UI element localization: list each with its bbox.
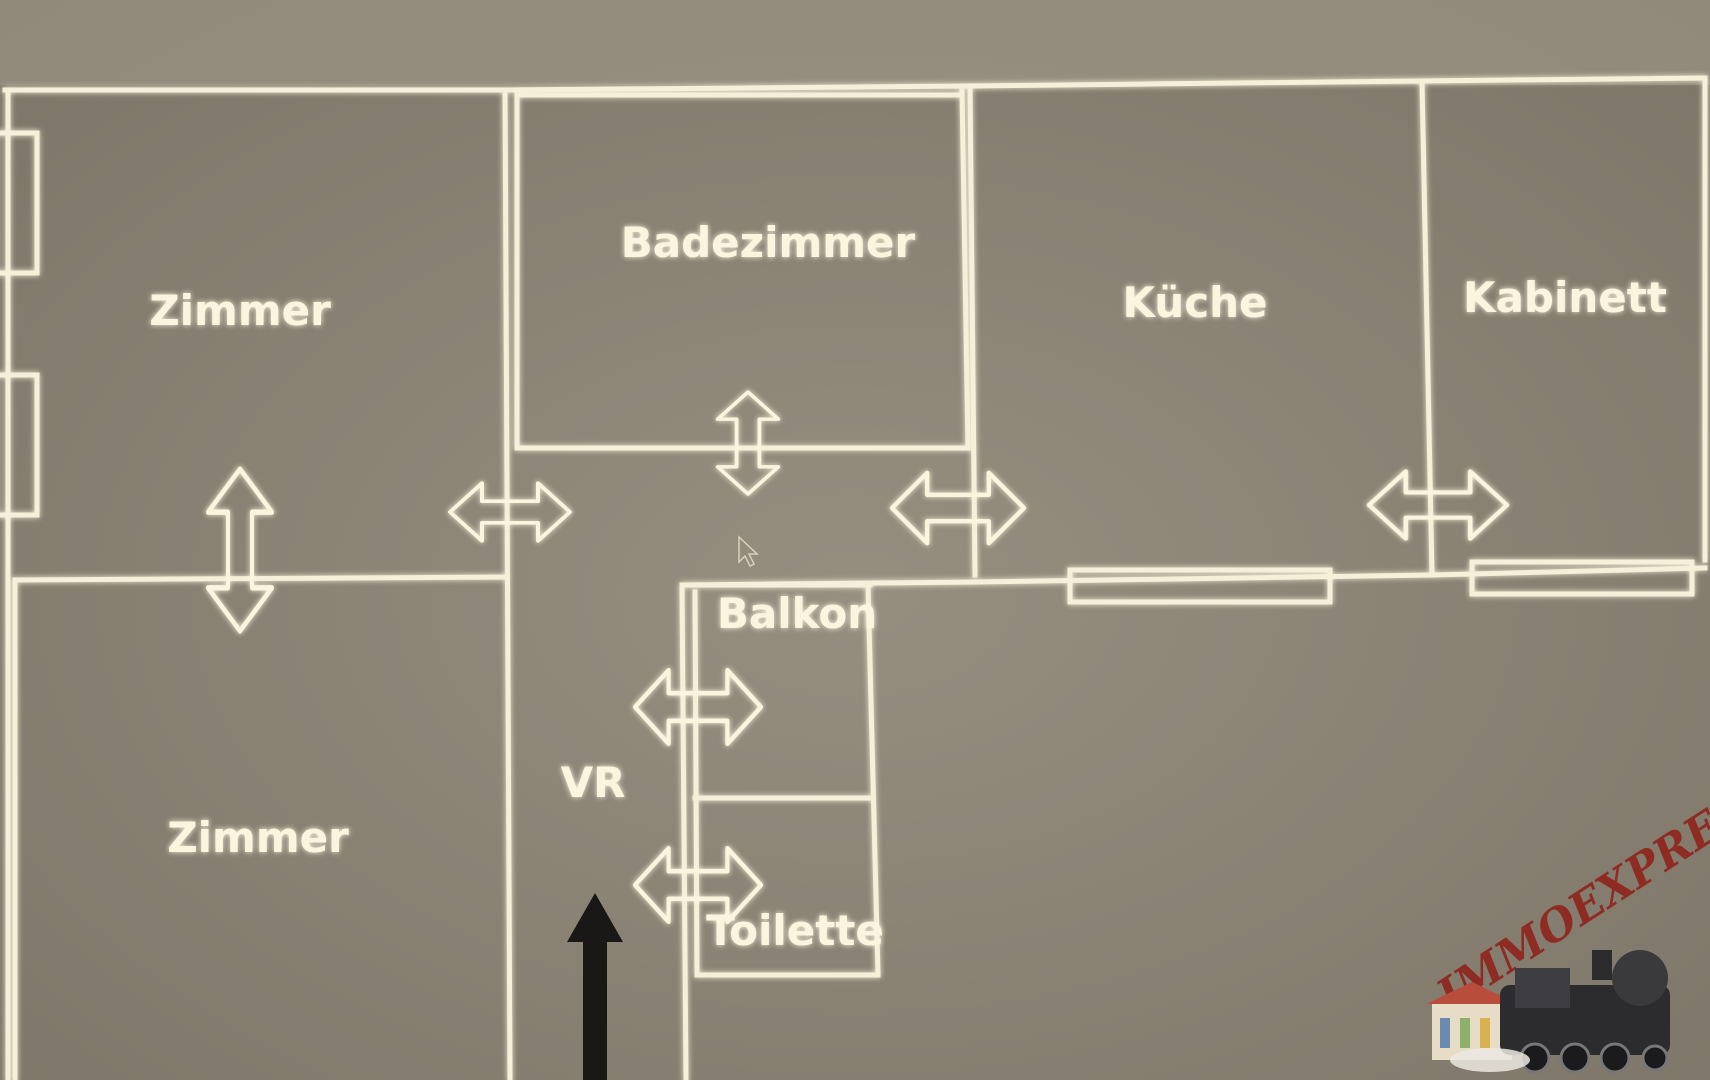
room-label-balkon: Balkon [717, 589, 877, 638]
wall-corridor-left [502, 87, 513, 1080]
room-label-zimmer-top: Zimmer [149, 286, 331, 335]
wall-zimmer-divider [12, 574, 508, 583]
room-label-toilette: Toilette [706, 906, 884, 955]
room-label-zimmer-bottom: Zimmer [167, 813, 349, 862]
wall-balkon-left-inner [692, 589, 700, 978]
room-label-kueche: Küche [1123, 278, 1268, 327]
wall-bathroom-right [959, 87, 971, 451]
top-margin [0, 0, 1710, 85]
cursor-icon [738, 535, 759, 568]
wall-balkon-right [865, 582, 881, 978]
entrance-arrow-icon [567, 893, 623, 1080]
window-kabinett [1469, 559, 1695, 597]
steam-train-icon [1426, 950, 1670, 1074]
wall-balkon-left-outer [679, 582, 689, 1080]
window-left-1 [0, 130, 40, 276]
room-label-badezimmer: Badezimmer [621, 218, 916, 267]
room-labels: Zimmer Badezimmer Küche Kabinett Balkon … [149, 218, 1667, 955]
window-kitchen [1067, 567, 1333, 605]
walls [0, 75, 1708, 1080]
room-label-vr: VR [561, 758, 626, 807]
window-left-2 [0, 372, 40, 518]
room-label-kabinett: Kabinett [1463, 273, 1667, 322]
